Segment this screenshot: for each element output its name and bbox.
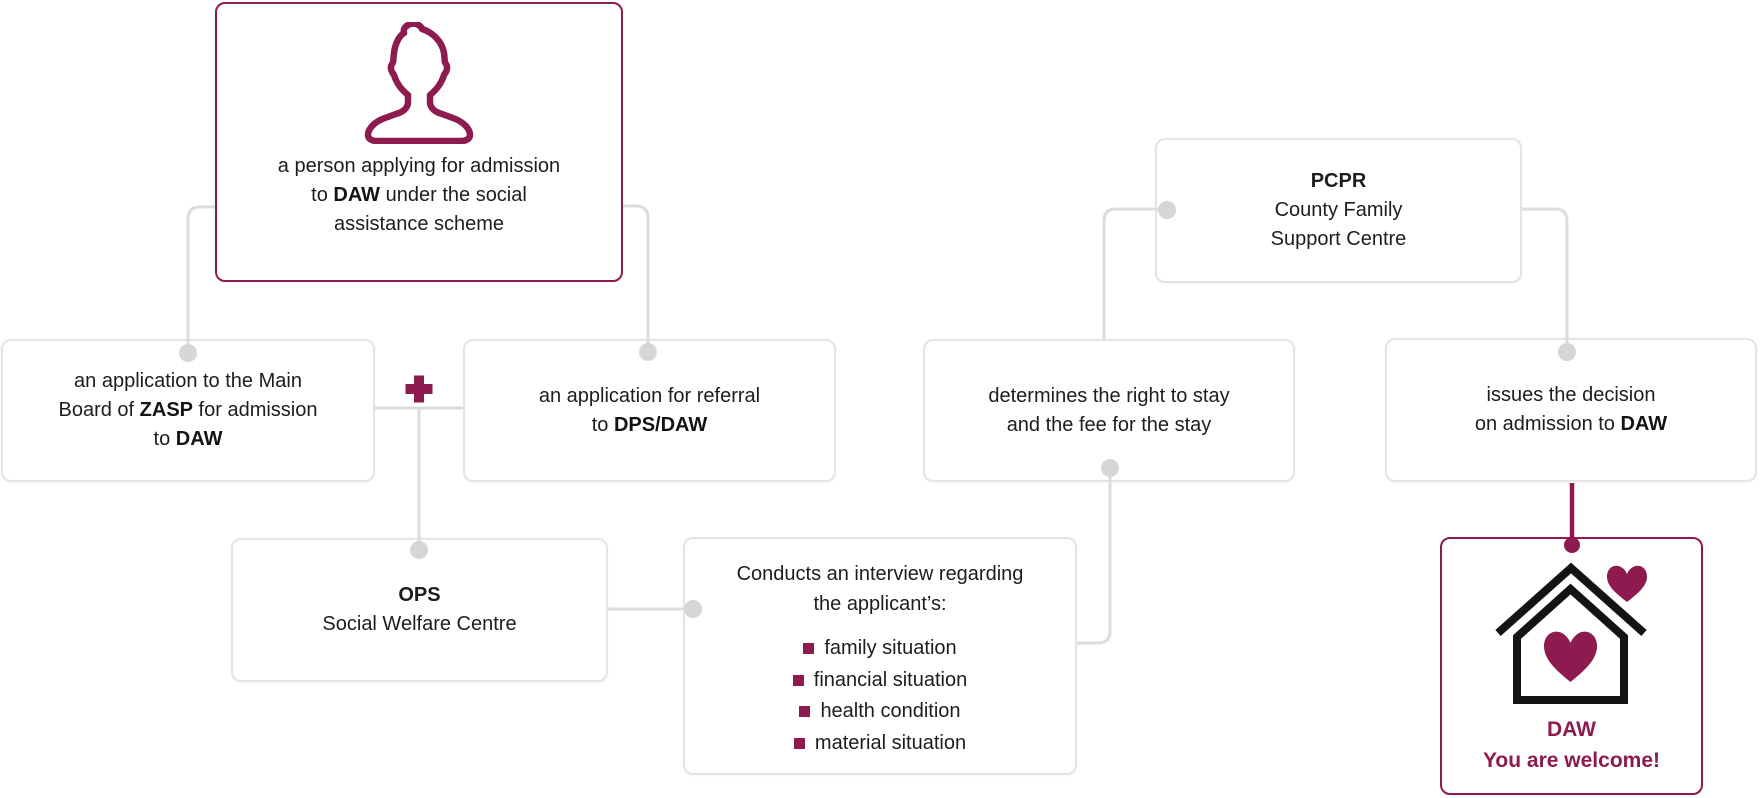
list-item: material situation bbox=[793, 728, 967, 760]
applicant-line3: assistance scheme bbox=[333, 213, 505, 235]
node-daw-welcome: DAW You are welcome! bbox=[1440, 537, 1703, 795]
connector-applicant-to-zasp bbox=[186, 205, 215, 353]
ops-title: OPS bbox=[398, 584, 441, 606]
issues-line1: issues the decision bbox=[1486, 384, 1656, 406]
applicant-line2c: under the social bbox=[380, 184, 527, 206]
connector-determines-to-interview bbox=[1077, 468, 1112, 645]
issues-line2a: on admission to bbox=[1474, 413, 1621, 435]
node-ops: OPS Social Welfare Centre bbox=[231, 538, 608, 682]
issues-label: issues the decision on admission to DAW bbox=[1475, 381, 1667, 439]
zasp-line2b: ZASP bbox=[139, 399, 193, 421]
interview-heading-line1: Conducts an interview regarding bbox=[736, 563, 1024, 585]
determines-label: determines the right to stay and the fee… bbox=[988, 382, 1229, 440]
zasp-line1: an application to the Main bbox=[74, 370, 302, 392]
applicant-line2b: DAW bbox=[333, 184, 381, 206]
list-item: financial situation bbox=[792, 665, 968, 697]
pcpr-subtitle-line2: Support Centre bbox=[1270, 228, 1407, 250]
interview-heading: Conducts an interview regarding the appl… bbox=[737, 559, 1024, 619]
bullet-family: family situation bbox=[824, 637, 957, 659]
heart-icon bbox=[1543, 631, 1597, 682]
interview-heading-line2: the applicant’s: bbox=[813, 593, 947, 615]
zasp-line3b: DAW bbox=[175, 428, 223, 450]
bullet-financial: financial situation bbox=[813, 668, 968, 691]
applicant-label: a person applying for admission to DAW u… bbox=[278, 152, 560, 239]
pcpr-subtitle-line1: County Family bbox=[1274, 199, 1403, 221]
zasp-label: an application to the Main Board of ZASP… bbox=[58, 367, 317, 454]
referral-label: an application for referral to DPS/DAW bbox=[539, 382, 760, 440]
square-bullet-icon bbox=[793, 737, 805, 749]
house-with-hearts-icon bbox=[1494, 562, 1647, 704]
applicant-line1: a person applying for admission bbox=[277, 155, 561, 177]
issues-line2b: DAW bbox=[1620, 413, 1668, 435]
applicant-line2a: to bbox=[311, 184, 334, 206]
interview-bullet-list: family situation financial situation hea… bbox=[792, 633, 968, 760]
node-determines-stay: determines the right to stay and the fee… bbox=[923, 339, 1295, 482]
daw-subtitle: You are welcome! bbox=[1482, 749, 1660, 772]
node-applicant: a person applying for admission to DAW u… bbox=[215, 2, 623, 282]
list-item: family situation bbox=[793, 633, 967, 665]
ops-subtitle: Social Welfare Centre bbox=[322, 613, 517, 635]
connector-applicant-to-referral bbox=[623, 204, 650, 352]
zasp-line2a: Board of bbox=[58, 399, 140, 421]
pcpr-title: PCPR bbox=[1310, 170, 1367, 192]
determines-line2: and the fee for the stay bbox=[1006, 413, 1212, 436]
node-zasp-application: an application to the Main Board of ZASP… bbox=[1, 339, 375, 482]
referral-line2b: DPS/DAW bbox=[613, 413, 708, 436]
node-pcpr: PCPR County Family Support Centre bbox=[1155, 138, 1522, 283]
pcpr-subtitle: County Family Support Centre bbox=[1271, 196, 1407, 254]
daw-title: DAW bbox=[1547, 718, 1596, 741]
referral-line1: an application for referral bbox=[538, 384, 761, 407]
square-bullet-icon bbox=[792, 674, 804, 686]
square-bullet-icon bbox=[799, 706, 811, 718]
zasp-line2c: for admission bbox=[193, 399, 318, 421]
bullet-material: material situation bbox=[814, 731, 967, 754]
node-issues-decision: issues the decision on admission to DAW bbox=[1385, 338, 1757, 482]
square-bullet-icon bbox=[803, 643, 815, 655]
connector-pcpr-to-issues bbox=[1522, 207, 1569, 352]
person-icon bbox=[364, 22, 474, 144]
determines-line1: determines the right to stay bbox=[988, 384, 1230, 407]
list-item: health condition bbox=[793, 696, 967, 728]
heart-icon bbox=[1606, 565, 1647, 602]
node-interview: Conducts an interview regarding the appl… bbox=[683, 537, 1077, 775]
node-referral-application: an application for referral to DPS/DAW bbox=[463, 339, 836, 482]
plus-icon bbox=[405, 375, 433, 403]
referral-line2a: to bbox=[591, 413, 614, 436]
bullet-health: health condition bbox=[820, 700, 961, 722]
zasp-line3a: to bbox=[153, 428, 176, 450]
